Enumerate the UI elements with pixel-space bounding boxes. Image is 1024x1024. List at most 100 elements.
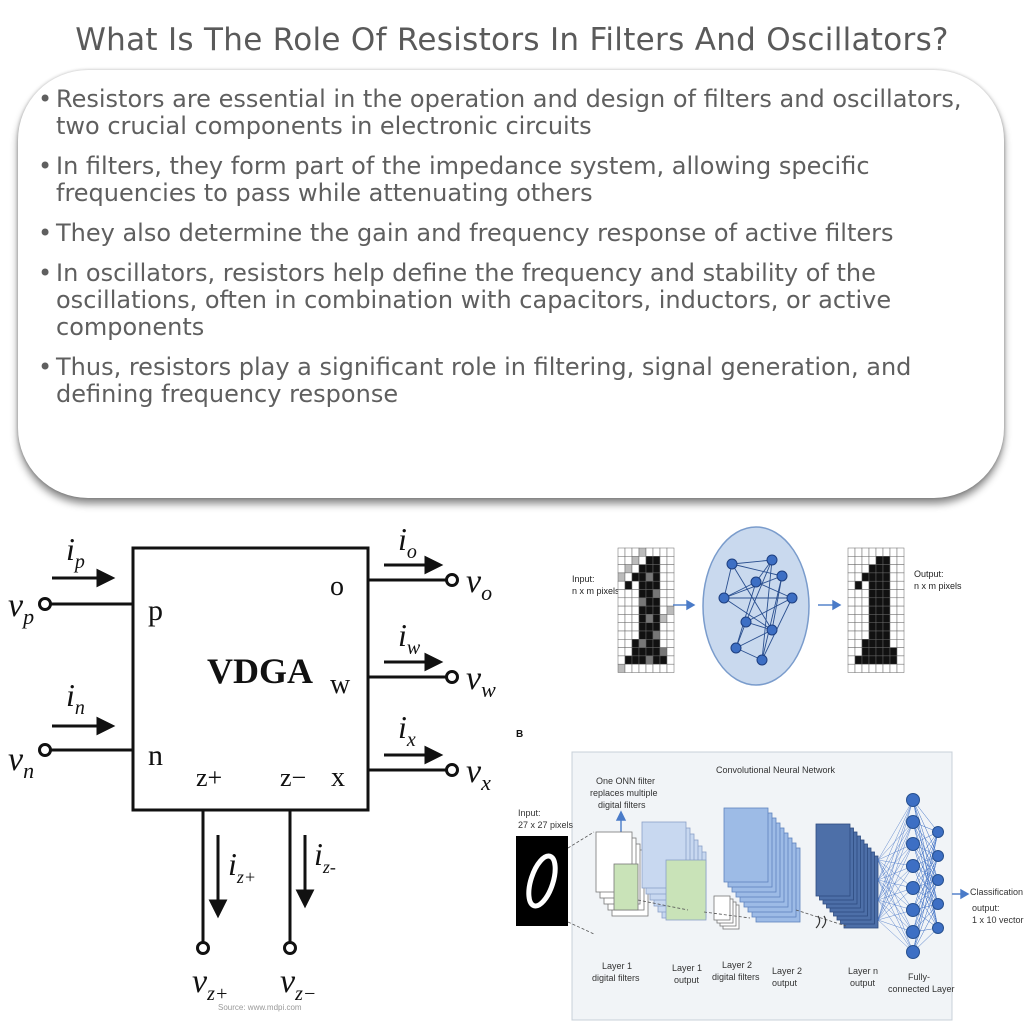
pixel-cell xyxy=(617,597,626,607)
pixel-cell xyxy=(868,572,877,582)
pixel-cell xyxy=(875,556,884,565)
pixel-cell xyxy=(652,647,661,657)
pixel-cell xyxy=(875,614,884,623)
pixel-cell xyxy=(652,597,661,607)
ln-output-2: output xyxy=(850,978,876,988)
pixel-cell xyxy=(889,622,898,632)
pixel-cell xyxy=(889,614,898,623)
cnn-input-digit xyxy=(516,836,568,926)
fc-node xyxy=(906,793,920,807)
pixel-cell xyxy=(645,597,654,607)
current-in: in xyxy=(66,677,85,719)
pixel-cell xyxy=(868,614,877,623)
fc-edge xyxy=(912,879,939,953)
nn-input-label: Input: xyxy=(572,574,595,584)
network-sphere xyxy=(702,526,810,686)
l1-output-1: Layer 1 xyxy=(672,963,702,973)
input-digit-grid xyxy=(617,547,675,673)
pixel-cell xyxy=(896,580,905,590)
pixel-cell xyxy=(638,663,647,673)
port-zp: z+ xyxy=(196,763,222,792)
network-edge xyxy=(731,563,773,631)
pixel-cell xyxy=(617,589,626,599)
pixel-cell xyxy=(854,663,863,673)
fc-edge xyxy=(877,821,914,921)
network-node xyxy=(730,642,742,654)
pixel-cell xyxy=(861,663,870,673)
pixel-cell xyxy=(645,564,654,574)
pixel-cell xyxy=(652,655,661,665)
nn-input-size: n x m pixels xyxy=(572,586,620,596)
pixel-cell xyxy=(889,639,898,648)
pixel-cell xyxy=(847,572,856,582)
pixel-cell xyxy=(847,663,856,673)
l2-filters-1: Layer 2 xyxy=(722,960,752,970)
port-zm: z− xyxy=(280,763,306,792)
l2-output-1: Layer 2 xyxy=(772,966,802,976)
neural-network-diagram: Input: n x m pixels Output: n x m pixels… xyxy=(516,526,1024,1021)
pixel-cell xyxy=(645,605,654,615)
feature-map xyxy=(641,821,687,889)
fc-edge xyxy=(912,821,939,857)
pixel-cell xyxy=(861,639,870,648)
pixel-cell xyxy=(889,663,898,673)
pixel-cell xyxy=(645,556,654,565)
voltage-vw: vw xyxy=(466,660,496,702)
fc-edge xyxy=(912,887,939,929)
layer1-output-stack xyxy=(641,821,707,921)
pixel-cell xyxy=(645,572,654,582)
layer1-filters-stack xyxy=(595,831,649,917)
network-node xyxy=(776,570,788,582)
pixel-cell xyxy=(854,647,863,657)
pixel-cell xyxy=(659,639,668,648)
pixel-cell xyxy=(652,556,661,565)
feature-map xyxy=(815,823,851,897)
fc-edge xyxy=(912,799,939,881)
fc-edge xyxy=(877,879,914,911)
pixel-cell xyxy=(882,614,891,623)
pixel-cell xyxy=(868,663,877,673)
pixel-cell xyxy=(666,597,675,607)
pixel-cell xyxy=(645,614,654,623)
pixel-cell xyxy=(617,564,626,574)
pixel-cell xyxy=(847,556,856,565)
arrow-iw xyxy=(424,652,444,672)
pixel-cell xyxy=(875,647,884,657)
pixel-cell xyxy=(645,647,654,657)
fc-node xyxy=(932,826,944,838)
current-iw: iw xyxy=(398,617,421,659)
fc-edge xyxy=(877,859,914,889)
pixel-cell xyxy=(631,605,640,615)
network-edge xyxy=(745,597,793,623)
pixel-cell xyxy=(645,655,654,665)
pixel-cell xyxy=(889,647,898,657)
pixel-cell xyxy=(847,639,856,648)
pixel-cell xyxy=(659,572,668,582)
pixel-cell xyxy=(861,622,870,632)
pixel-cell xyxy=(631,647,640,657)
pixel-cell xyxy=(659,547,668,557)
pixel-cell xyxy=(624,663,633,673)
pixel-cell xyxy=(875,564,884,574)
pixel-cell xyxy=(868,597,877,607)
network-edge xyxy=(755,581,793,599)
pixel-cell xyxy=(896,655,905,665)
pixel-cell xyxy=(889,564,898,574)
pixel-cell xyxy=(882,564,891,574)
pixel-cell xyxy=(631,622,640,632)
pixel-cell xyxy=(861,589,870,599)
source-credit: Source: www.mdpi.com xyxy=(218,1003,302,1012)
pixel-cell xyxy=(875,605,884,615)
fc-edge xyxy=(877,899,914,933)
onn-note-1: One ONN filter xyxy=(596,776,655,786)
fc-edge xyxy=(912,843,939,905)
pixel-cell xyxy=(861,605,870,615)
pixel-cell xyxy=(652,630,661,640)
arrow-to-output xyxy=(832,599,842,611)
fc-edge xyxy=(912,865,939,929)
pixel-cell xyxy=(638,589,647,599)
pixel-cell xyxy=(889,655,898,665)
pixel-cell xyxy=(882,589,891,599)
network-edge xyxy=(735,581,757,649)
pixel-cell xyxy=(659,589,668,599)
